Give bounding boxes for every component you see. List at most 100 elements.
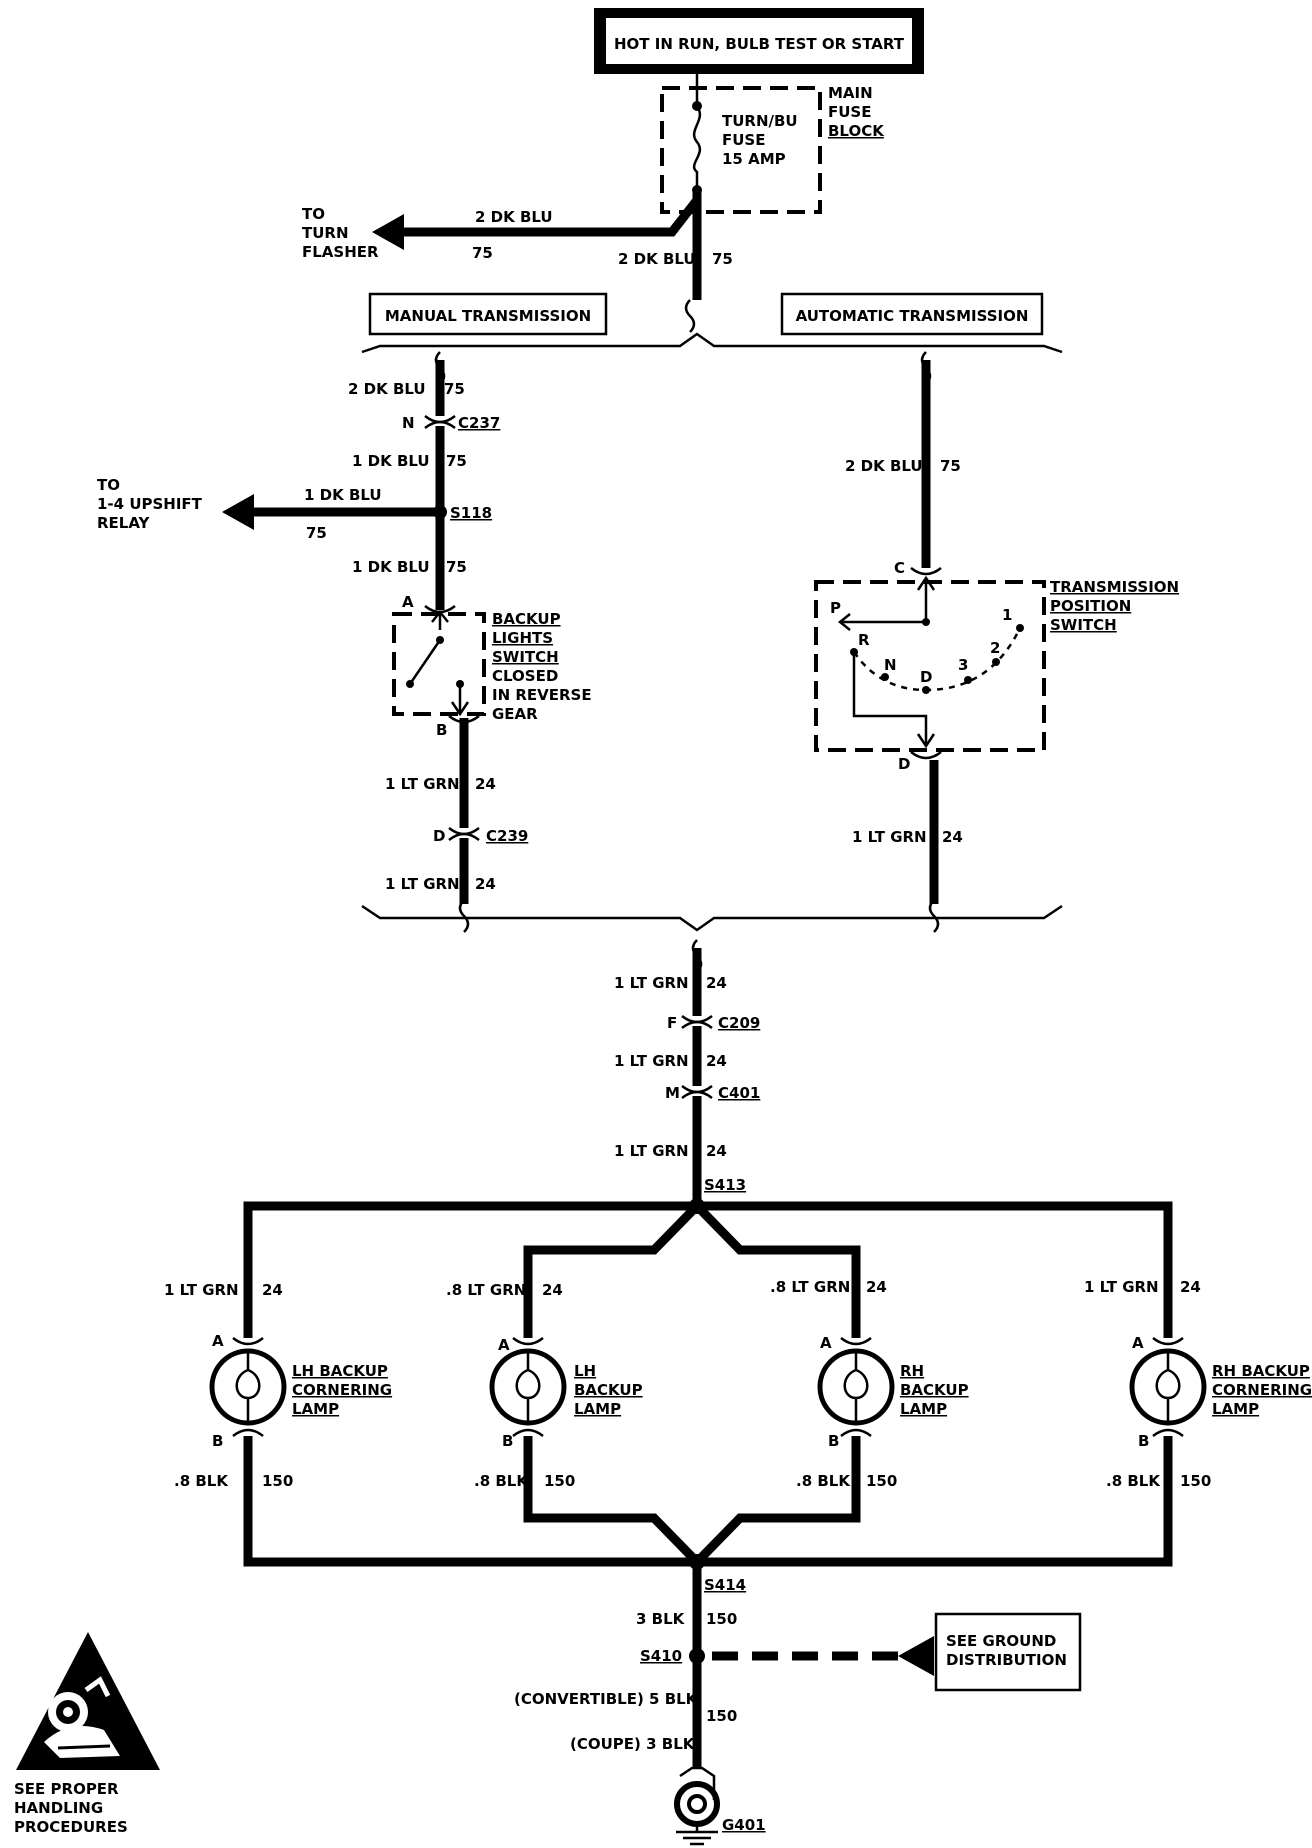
lamp2-label-1: LH [574,1362,596,1380]
manual-w5-wire: 1 LT GRN [385,875,460,893]
automatic-branch-lower: D 1 LT GRN 24 [852,750,963,933]
manual-w4-circuit: 24 [475,775,496,793]
lamp1-label-1: LH BACKUP [292,1362,388,1380]
manual-w2-circuit: 75 [446,452,467,470]
upshift-label-1: TO [97,476,120,494]
ground-distribution-label-2: DISTRIBUTION [946,1651,1067,1669]
lamp-rh-cornering: 1 LT GRN 24 A B RH BACKUP CORNERING LAMP… [1084,1278,1312,1490]
lamp3-ground-circuit: 150 [866,1472,897,1490]
lamp4-ground-circuit: 150 [1180,1472,1211,1490]
lamp4-feed-wire: 1 LT GRN [1084,1278,1159,1296]
ground-distribution-label-1: SEE GROUND [946,1632,1056,1650]
lamp4-label-3: LAMP [1212,1400,1259,1418]
automatic-branch: 2 DK BLU 75 C [845,351,961,577]
manual-branch-lower: 1 LT GRN 24 D C239 1 LT GRN 24 [385,726,528,933]
switch-pin-b: B [436,721,447,739]
main-fuse-block: MAIN FUSE BLOCK TURN/BU FUSE 15 AMP [660,74,885,214]
lamp1-pin-a: A [212,1332,224,1350]
lamp4-feed-circuit: 24 [1180,1278,1201,1296]
lower-w3-circuit: 24 [706,1142,727,1160]
upshift-circuit: 75 [306,524,327,542]
lamp3-label-2: BACKUP [900,1381,969,1399]
lamp4-label-1: RH BACKUP [1212,1362,1310,1380]
lamp2-ground-wire: .8 BLK [474,1472,529,1490]
lamp1-ground-wire: .8 BLK [174,1472,229,1490]
tps-pin-c: C [894,559,905,577]
c239-connector: C239 [486,827,528,845]
tps-position-r: R [858,631,870,649]
esd-warning: SEE PROPER HANDLING PROCEDURES [14,1632,160,1836]
manual-w4-wire: 1 LT GRN [385,775,460,793]
switch-label-5: IN REVERSE [492,686,592,704]
esd-warning-icon [16,1632,160,1770]
lamp3-label-1: RH [900,1362,924,1380]
lamp3-feed-circuit: 24 [866,1278,887,1296]
lower-w2-wire: 1 LT GRN [614,1052,689,1070]
lamp2-ground-circuit: 150 [544,1472,575,1490]
c209-pin: F [667,1014,677,1032]
c401-pin: M [665,1084,680,1102]
ground-w1-circuit: 150 [706,1610,737,1628]
turn-flasher-arrow [372,214,404,250]
lamp2-pin-b: B [502,1432,513,1450]
auto-w1-wire: 2 DK BLU [845,457,923,475]
outer-feed-bus [243,1201,1173,1338]
s414-label: S414 [704,1576,746,1594]
lamp1-feed-circuit: 24 [262,1281,283,1299]
lamp2-label-3: LAMP [574,1400,621,1418]
lamp2-label-2: BACKUP [574,1381,643,1399]
ground-convertible: (CONVERTIBLE) 5 BLK [514,1690,699,1708]
manual-w1-circuit: 75 [444,380,465,398]
c237-pin: N [402,414,415,432]
lower-w1-wire: 1 LT GRN [614,974,689,992]
lamp1-pin-b: B [212,1432,223,1450]
manual-w1-wire: 2 DK BLU [348,380,426,398]
turn-flasher-wire: 2 DK BLU [475,208,553,226]
fuse-label-2: FUSE [722,131,765,149]
manual-branch: 2 DK BLU 75 N C237 1 DK BLU 75 S118 TO 1… [97,351,500,610]
esd-label-3: PROCEDURES [14,1818,128,1836]
tps-position-3: 3 [958,656,968,674]
tps-position-n: N [884,656,897,674]
turn-flasher-label-1: TO [302,205,325,223]
outer-ground-bus [243,1436,1173,1567]
ground-eyelet-icon [674,1781,720,1827]
lamp3-pin-b: B [828,1432,839,1450]
s413-label: S413 [704,1176,746,1194]
s118-label: S118 [450,504,492,522]
break-symbol [684,299,696,333]
manual-w3-wire: 1 DK BLU [352,558,430,576]
section-manual-box [368,292,608,336]
fuse-label-3: 15 AMP [722,150,786,168]
c237-connector: C237 [458,414,500,432]
esd-label-2: HANDLING [14,1799,103,1817]
feed-wire: 2 DK BLU [618,250,696,268]
transmission-position-switch: P R N D 3 2 1 TRANSMISSION POSITION SWIT… [814,575,1179,752]
power-source-label: HOT IN RUN, BULB TEST OR START [614,35,905,53]
manual-w5-circuit: 24 [475,875,496,893]
ground-w1-wire: 3 BLK [636,1610,686,1628]
turn-flasher-circuit: 75 [472,244,493,262]
lamp4-pin-b: B [1138,1432,1149,1450]
tps-label-1: TRANSMISSION [1050,578,1179,596]
g401-label: G401 [722,1816,766,1834]
c239-pin: D [433,827,445,845]
ground-distribution-box [934,1612,1082,1692]
fuse-block-label-1: MAIN [828,84,873,102]
lamp1-label-3: LAMP [292,1400,339,1418]
fuse-block-label-2: FUSE [828,103,871,121]
tps-position-1: 1 [1002,606,1012,624]
lamp1-ground-circuit: 150 [262,1472,293,1490]
upshift-label-2: 1-4 UPSHIFT [97,495,203,513]
s410-label: S410 [640,1647,682,1665]
tps-label-3: SWITCH [1050,616,1117,634]
lamp2-pin-a: A [498,1336,510,1354]
manual-w3-circuit: 75 [446,558,467,576]
lamp1-feed-wire: 1 LT GRN [164,1281,239,1299]
esd-label-1: SEE PROPER [14,1780,119,1798]
fuse-label-1: TURN/BU [722,112,798,130]
lamp3-label-3: LAMP [900,1400,947,1418]
c401-connector: C401 [718,1084,760,1102]
lower-bracket [361,904,1063,932]
